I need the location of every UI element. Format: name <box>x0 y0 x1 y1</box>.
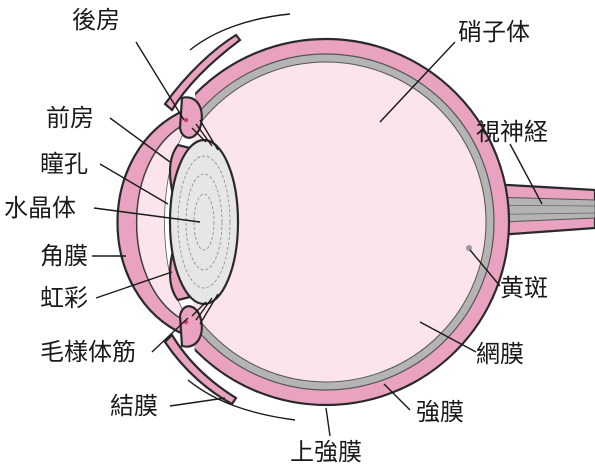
leader-conjunctiva <box>169 397 226 407</box>
label-retina: 網膜 <box>476 340 524 368</box>
leader-posterior-chamber <box>135 41 185 121</box>
leader-macula <box>469 249 501 287</box>
lens-ring <box>193 193 215 251</box>
leader-iris <box>95 271 173 299</box>
label-vitreous-body: 硝子体 <box>458 18 530 46</box>
leader-retina <box>419 321 477 353</box>
leader-pupil <box>99 163 169 205</box>
lens-ring <box>177 155 231 289</box>
leader-vitreous-body <box>379 41 456 123</box>
label-sclera: 強膜 <box>416 398 464 426</box>
conjunctiva-lower <box>163 333 238 406</box>
eyelid-lower-line <box>187 379 296 421</box>
ciliary-body-lower <box>178 305 203 348</box>
zonule-upper <box>191 119 219 151</box>
zonule-lower <box>191 293 219 325</box>
label-ciliary-body: 毛様体筋 <box>40 338 136 366</box>
label-pupil: 瞳孔 <box>40 150 88 178</box>
label-episclera: 上強膜 <box>290 438 362 466</box>
macula-spot <box>466 245 472 251</box>
leader-lens <box>93 207 201 223</box>
label-lens: 水晶体 <box>4 194 76 222</box>
ciliary-body-upper <box>178 96 203 139</box>
label-cornea: 角膜 <box>40 242 88 270</box>
lens-ring <box>185 173 223 271</box>
label-posterior-chamber: 後房 <box>72 6 120 34</box>
label-conjunctiva: 結膜 <box>110 392 158 420</box>
leader-episclera <box>325 407 331 437</box>
label-optic-nerve: 視神経 <box>476 118 548 146</box>
leader-ciliary-body <box>151 317 189 353</box>
leader-optic-nerve <box>509 143 543 205</box>
leader-anterior-chamber <box>109 117 171 163</box>
crystalline-lens <box>168 138 240 306</box>
ciliary-dot-upper <box>183 117 189 123</box>
eyelid-upper-line <box>189 13 291 51</box>
label-macula: 黄斑 <box>500 274 548 302</box>
label-anterior-chamber: 前房 <box>46 104 94 132</box>
label-iris: 虹彩 <box>40 284 88 312</box>
conjunctiva-upper <box>163 33 242 112</box>
leader-sclera <box>383 383 411 411</box>
